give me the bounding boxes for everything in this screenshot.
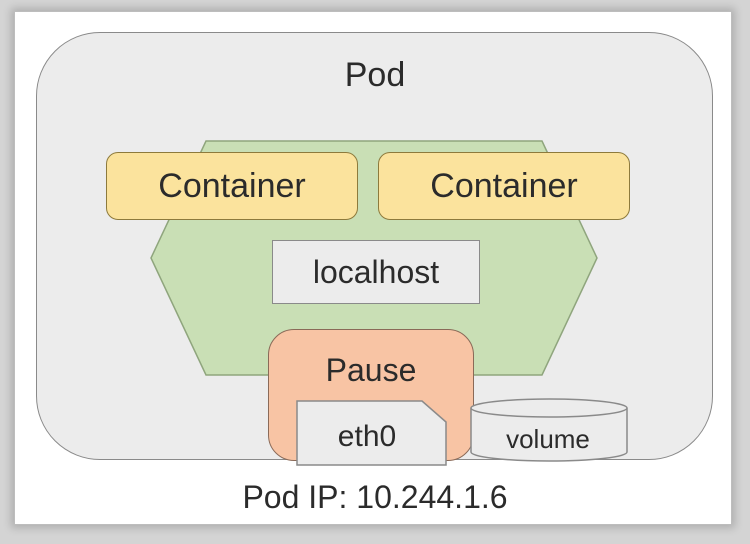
pause-label: Pause: [325, 352, 417, 388]
pod-title: Pod: [344, 56, 406, 94]
volume-cylinder-icon: [470, 398, 628, 462]
localhost-label: localhost: [312, 253, 440, 290]
container-box-1: Container: [106, 152, 358, 220]
localhost-box: localhost: [272, 240, 480, 304]
volume-label: volume: [506, 424, 590, 454]
container-box-2: Container: [378, 152, 630, 220]
container-label-2: Container: [430, 166, 578, 205]
pod-ip-label: Pod IP: 10.244.1.6: [242, 479, 508, 515]
eth0-document-icon: [296, 400, 447, 466]
eth0-label: eth0: [337, 420, 397, 453]
container-label-1: Container: [158, 166, 306, 205]
